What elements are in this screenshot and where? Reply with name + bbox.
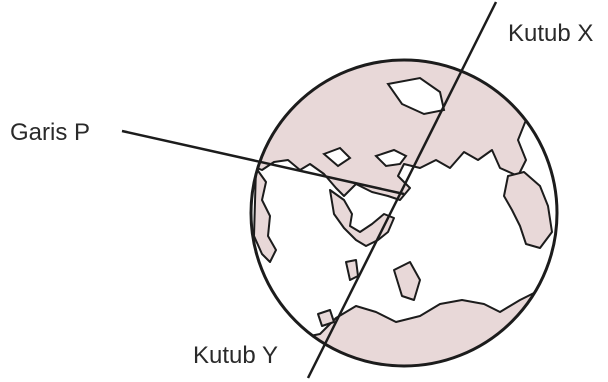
label-garis-p: Garis P <box>10 119 90 146</box>
label-kutub-y: Kutub Y <box>193 342 278 369</box>
landmass-island-2 <box>318 310 334 326</box>
label-kutub-x: Kutub X <box>508 20 593 47</box>
